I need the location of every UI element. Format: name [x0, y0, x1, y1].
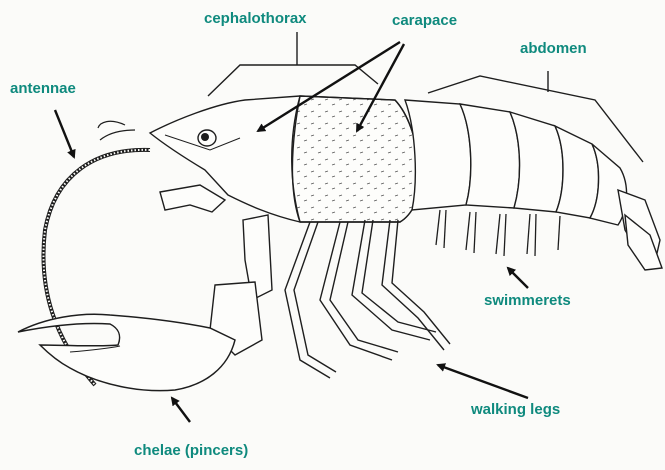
swimmerets-drawing [436, 210, 560, 256]
label-walking-legs: walking legs [471, 401, 560, 418]
label-antennae: antennae [10, 80, 76, 97]
label-cephalothorax: cephalothorax [204, 10, 307, 27]
chelae-drawing [18, 314, 235, 390]
walking-legs-drawing [285, 220, 450, 378]
label-carapace: carapace [392, 12, 457, 29]
label-chelae: chelae (pincers) [134, 442, 248, 459]
label-swimmerets: swimmerets [484, 292, 571, 309]
label-abdomen: abdomen [520, 40, 587, 57]
eye-drawing [198, 130, 216, 146]
